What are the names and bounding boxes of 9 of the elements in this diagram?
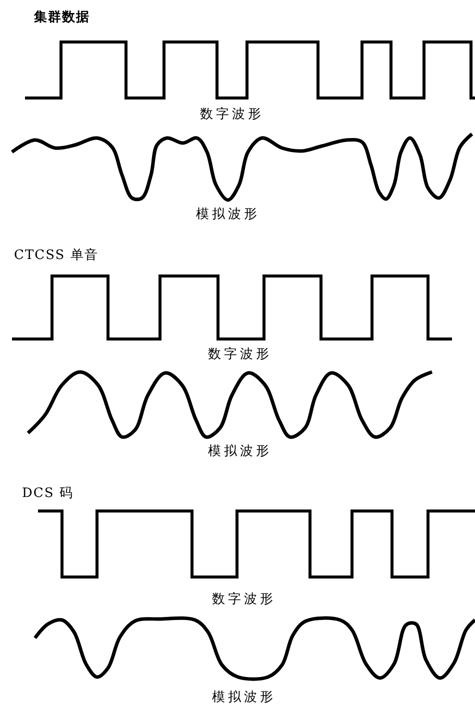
waveform-caption: 模拟波形 <box>208 444 272 460</box>
waveform-caption: 数字波形 <box>200 107 264 123</box>
waveform-caption: 模拟波形 <box>212 690 276 706</box>
section-heading: DCS 码 <box>22 486 74 502</box>
waveform-caption: 数字波形 <box>208 347 272 363</box>
section-heading: CTCSS 单音 <box>14 248 98 264</box>
waveform-caption: 数字波形 <box>212 592 276 608</box>
waveform-caption: 模拟波形 <box>196 207 260 223</box>
section-heading: 集群数据 <box>34 10 90 26</box>
